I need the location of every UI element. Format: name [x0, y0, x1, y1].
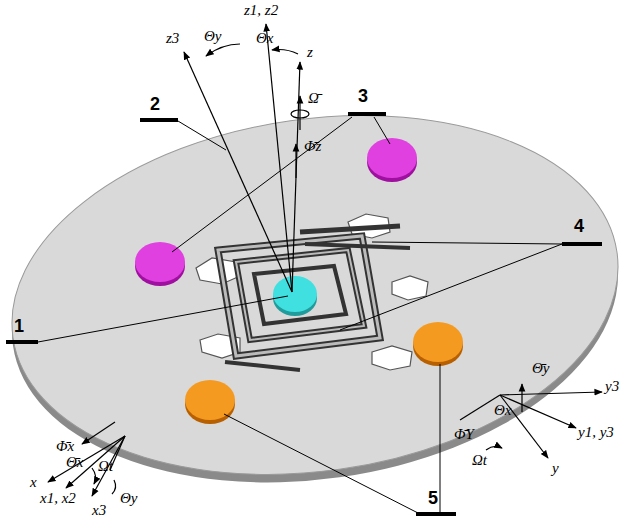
- callout-number: 5: [428, 488, 438, 509]
- masses: [135, 138, 463, 424]
- axis-label: Φ̄x: [56, 438, 74, 455]
- axis-label: Ω̄: [308, 90, 319, 107]
- axis-label: y: [552, 460, 559, 477]
- axis-label: x1, x2: [40, 490, 76, 507]
- axis-label: y1, y3: [578, 424, 614, 441]
- axis-label: Θy: [120, 490, 138, 507]
- axis-label: Φ̄z: [304, 138, 321, 155]
- leader-lines: [38, 117, 562, 513]
- axis-label: Φ̄Y: [454, 426, 474, 443]
- axis-label: x: [30, 474, 37, 491]
- spring-frames: [218, 226, 410, 370]
- callout-number: 4: [574, 216, 584, 237]
- axis-label: Θx: [256, 30, 274, 47]
- disk: [0, 78, 629, 511]
- callout-number: 1: [14, 316, 24, 337]
- axis-label: y3: [605, 378, 619, 395]
- cutouts: [196, 214, 428, 370]
- axis-label: z3: [166, 30, 179, 47]
- callout-number: 3: [358, 86, 368, 107]
- axis-label: Ωt: [98, 458, 113, 475]
- callout-bars: [6, 112, 602, 516]
- axis-label: Θx: [494, 402, 512, 419]
- callout-number: 2: [150, 94, 160, 115]
- axis-label: Ωt: [472, 452, 487, 469]
- axis-label: z1, z2: [244, 2, 278, 19]
- axes: [48, 24, 602, 496]
- axis-label: Θy: [204, 28, 222, 45]
- axis-label: Θ̄x: [66, 454, 84, 471]
- axis-label: x3: [92, 502, 106, 519]
- axis-label: Θ̄y: [532, 360, 550, 377]
- axis-label: z: [307, 44, 313, 61]
